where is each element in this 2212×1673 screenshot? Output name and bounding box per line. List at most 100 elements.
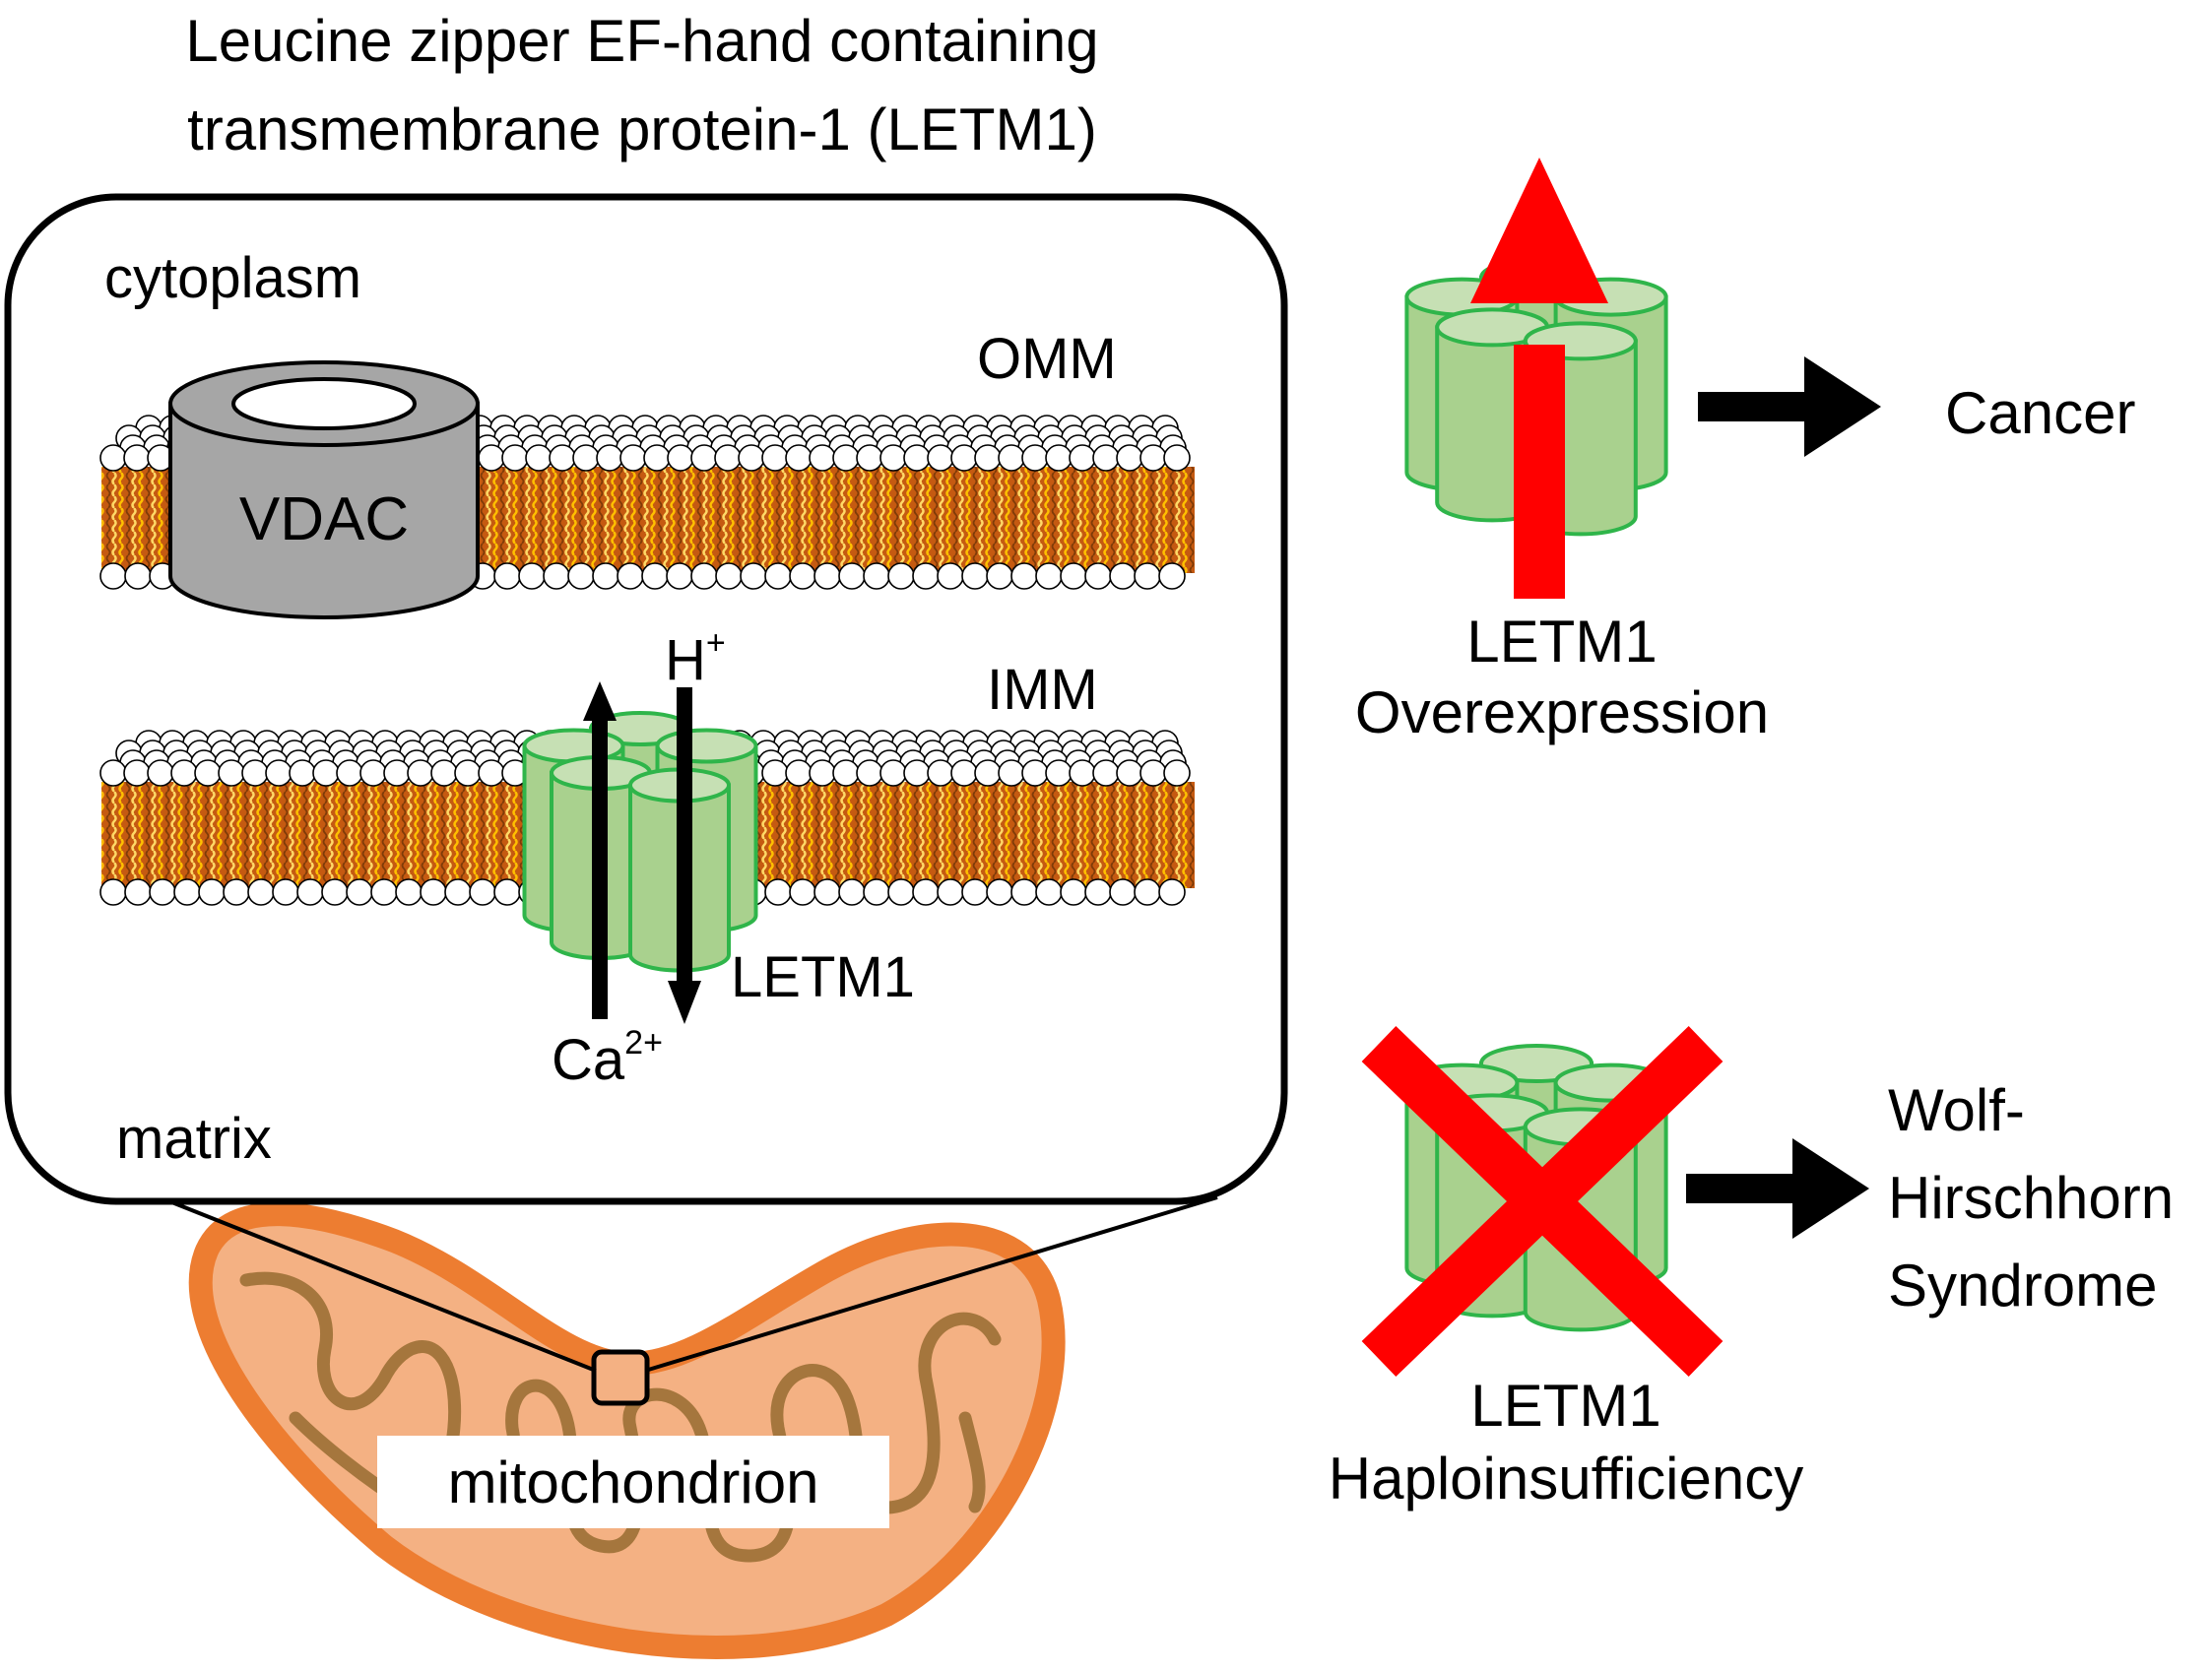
phospholipid-head: [493, 562, 521, 590]
letm1-inset-label: LETM1: [731, 945, 915, 1009]
phospholipid-head: [856, 759, 883, 787]
phospholipid-head: [1069, 444, 1096, 472]
vdac-label: VDAC: [239, 485, 409, 553]
phospholipid-head: [149, 878, 176, 906]
phospholipid-head: [336, 759, 363, 787]
phospholipid-head: [740, 562, 767, 590]
mitochondrion-label-box: [377, 1436, 889, 1528]
phospholipid-head: [1092, 444, 1120, 472]
phospholipid-head: [937, 878, 964, 906]
phospholipid-head: [715, 562, 743, 590]
phospholipid-head: [525, 444, 553, 472]
phospholipid-head: [147, 759, 174, 787]
phospholipid-head: [950, 444, 978, 472]
cytoplasm-label: cytoplasm: [104, 246, 361, 310]
phospholipid-head: [99, 759, 127, 787]
calcium-charge: 2+: [624, 1024, 663, 1062]
imm-label: IMM: [987, 658, 1098, 722]
calcium-symbol: Ca: [552, 1028, 625, 1092]
phospholipid-head: [937, 562, 964, 590]
phospholipid-head: [567, 562, 595, 590]
phospholipid-head: [1134, 562, 1161, 590]
phospholipid-head: [359, 759, 387, 787]
phospholipid-head: [863, 878, 890, 906]
phospholipid-head: [596, 444, 623, 472]
phospholipid-head: [809, 444, 836, 472]
phospholipid-head: [124, 562, 152, 590]
phospholipid-head: [1084, 878, 1112, 906]
phospholipid-head: [887, 562, 915, 590]
phospholipid-head: [986, 878, 1013, 906]
cancer-arrow: [1698, 356, 1881, 457]
wolf-hirschhorn-line-1: Wolf-: [1888, 1077, 2025, 1143]
phospholipid-head: [265, 759, 293, 787]
phospholipid-head: [198, 878, 226, 906]
phospholipid-head: [469, 878, 496, 906]
phospholipid-head: [241, 759, 269, 787]
phospholipid-head: [1084, 562, 1112, 590]
phospholipid-head: [809, 759, 836, 787]
phospholipid-head: [974, 444, 1002, 472]
phospholipid-head: [838, 878, 866, 906]
phospholipid-head: [430, 759, 458, 787]
phospholipid-head: [690, 562, 718, 590]
overexpression-label-line-2: Overexpression: [1355, 679, 1769, 745]
phospholipid-head: [592, 562, 619, 590]
wolf-hirschhorn-arrow: [1686, 1138, 1869, 1239]
phospholipid-head: [124, 878, 152, 906]
phospholipid-head: [543, 562, 570, 590]
wolf-hirschhorn-line-2: Hirschhorn: [1888, 1165, 2174, 1231]
phospholipid-head: [518, 562, 546, 590]
phospholipid-head: [912, 562, 940, 590]
phospholipid-head: [312, 759, 340, 787]
phospholipid-head: [764, 878, 792, 906]
phospholipid-head: [420, 878, 447, 906]
overexpression-label-line-1: LETM1: [1466, 609, 1657, 675]
calcium-arrow: [583, 681, 617, 1019]
phospholipid-head: [194, 759, 222, 787]
title-line-1: Leucine zipper EF-hand containing: [185, 8, 1098, 74]
haploinsufficiency-panel: LETM1 Haploinsufficiency Wolf- Hirschhor…: [1329, 1026, 2174, 1512]
phospholipid-head: [123, 759, 151, 787]
phospholipid-head: [1092, 759, 1120, 787]
phospholipid-head: [617, 562, 644, 590]
phospholipid-head: [1021, 759, 1049, 787]
phospholipid-head: [501, 444, 529, 472]
phospholipid-head: [927, 759, 954, 787]
phospholipid-head: [879, 444, 907, 472]
phospholipid-head: [1163, 759, 1191, 787]
haploinsufficiency-label-line-1: LETM1: [1470, 1373, 1660, 1439]
phospholipid-head: [1158, 878, 1186, 906]
phospholipid-head: [912, 878, 940, 906]
phospholipid-head: [738, 444, 765, 472]
zoom-region-box: [591, 1349, 650, 1406]
phospholipid-head: [247, 878, 275, 906]
vdac-pore: [231, 377, 417, 430]
phospholipid-head: [1158, 562, 1186, 590]
phospholipid-head: [950, 759, 978, 787]
proton-symbol: H: [665, 628, 706, 692]
vdac-body: [168, 402, 480, 619]
phospholipid-head: [785, 759, 813, 787]
zoom-line-left: [159, 1195, 597, 1373]
phospholipid-head: [714, 444, 742, 472]
phospholipid-head: [296, 878, 324, 906]
phospholipid-head: [123, 444, 151, 472]
imm-phospholipid-heads: [99, 730, 1191, 906]
phospholipid-head: [666, 562, 693, 590]
phospholipid-head: [173, 878, 201, 906]
phospholipid-head: [1045, 444, 1073, 472]
phospholipid-head: [761, 444, 789, 472]
phospholipid-head: [838, 562, 866, 590]
red-x-mark: [1361, 1026, 1724, 1377]
phospholipid-head: [1139, 759, 1167, 787]
phospholipid-head: [444, 878, 472, 906]
letm1-subunit-top: [655, 728, 758, 764]
phospholipid-head: [998, 759, 1025, 787]
phospholipid-head: [690, 444, 718, 472]
phospholipid-head: [832, 759, 860, 787]
phospholipid-head: [572, 444, 600, 472]
phospholipid-head: [1116, 759, 1143, 787]
phospholipid-head: [1109, 562, 1137, 590]
